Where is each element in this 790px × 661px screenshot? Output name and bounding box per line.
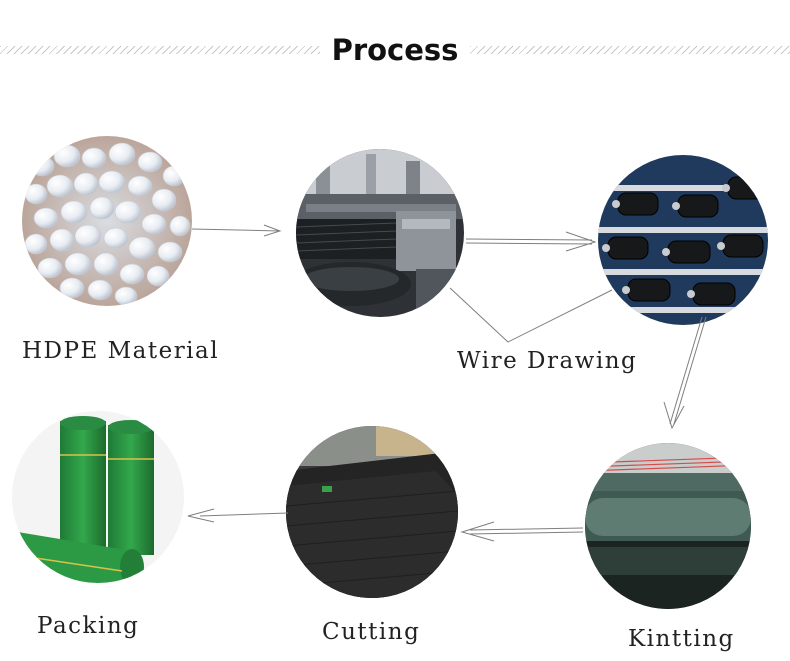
header-hatch-right bbox=[470, 46, 790, 54]
process-header: Process bbox=[0, 28, 790, 72]
cutting-photo bbox=[286, 426, 458, 598]
label-hdpe-material: HDPE Material bbox=[22, 338, 220, 364]
packing-photo bbox=[12, 411, 184, 583]
wire-drawing-pointer bbox=[449, 287, 613, 343]
label-knitting: Kintting bbox=[628, 626, 735, 652]
hdpe-material-photo bbox=[22, 136, 192, 306]
label-wire-drawing: Wire Drawing bbox=[457, 348, 638, 374]
label-packing: Packing bbox=[37, 613, 140, 639]
page-title: Process bbox=[331, 33, 459, 67]
wire-drawing-photo bbox=[296, 149, 464, 317]
arrowhead-hdpe-to-wire bbox=[263, 224, 282, 237]
header-hatch-left bbox=[0, 46, 320, 54]
label-cutting: Cutting bbox=[322, 619, 421, 645]
arrow-hdpe-to-wire bbox=[191, 228, 281, 232]
